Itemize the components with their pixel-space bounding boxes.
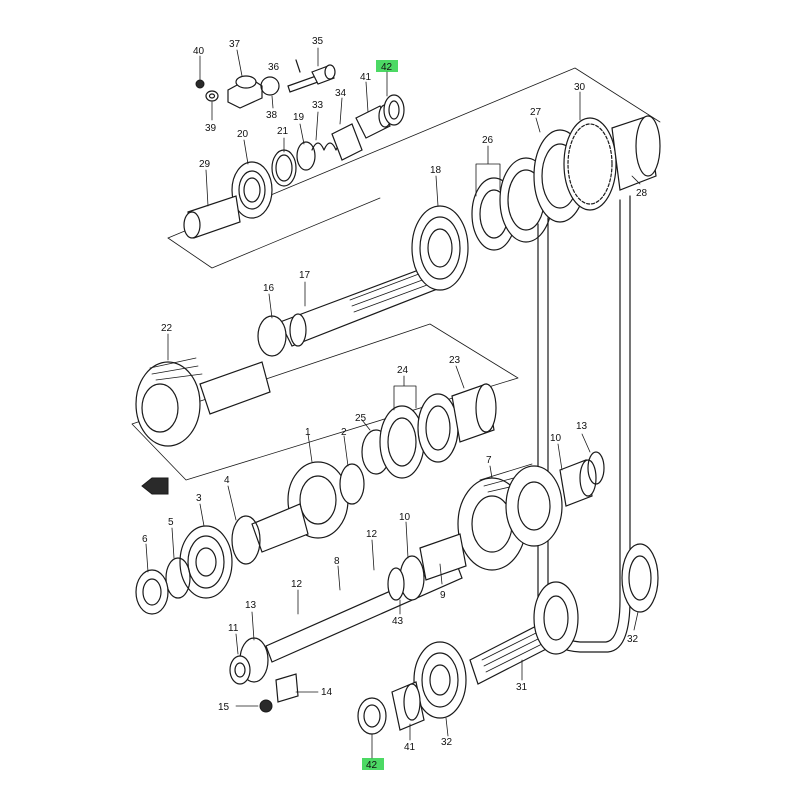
- ball-bearing-20: [231, 161, 273, 219]
- highlight-box-42-top: [376, 60, 398, 72]
- callout-12-lower: 12: [291, 579, 303, 590]
- ball-bearing-18: [411, 205, 469, 291]
- needle-bearing-41-bottom: [391, 681, 425, 731]
- callout-12-upper: 12: [366, 529, 378, 540]
- callout-15: 15: [218, 702, 230, 713]
- callout-16: 16: [263, 283, 275, 294]
- callout-13-upper: 13: [576, 421, 588, 432]
- ring-13-upper: [587, 451, 605, 485]
- callout-31: 31: [516, 682, 528, 693]
- callout-28: 28: [636, 188, 648, 199]
- callout-18: 18: [430, 165, 442, 176]
- callout-32-right: 32: [627, 634, 639, 645]
- callout-22: 22: [161, 323, 173, 334]
- front-arrow-icon: [141, 477, 169, 495]
- callout-36: 36: [268, 62, 280, 73]
- callout-30: 30: [574, 82, 586, 93]
- callout-5: 5: [168, 517, 174, 528]
- callout-20: 20: [237, 129, 249, 140]
- callout-8: 8: [334, 556, 340, 567]
- callout-32-bottom: 32: [441, 737, 453, 748]
- callout-1: 1: [305, 427, 311, 438]
- snap-ring-4: [231, 515, 261, 565]
- callout-42-bottom: 42: [366, 760, 378, 771]
- callout-40: 40: [193, 46, 205, 57]
- ball-bearing-3: [179, 525, 233, 599]
- shaft-31: [469, 581, 579, 685]
- gear-1-2: [251, 461, 365, 553]
- washer-13-11: [229, 637, 269, 685]
- helical-gear-7: [457, 463, 563, 571]
- ring-5: [165, 557, 191, 599]
- ring-21: [271, 149, 297, 187]
- callout-25: 25: [355, 413, 367, 424]
- ball-bearing-32-lower: [413, 641, 467, 719]
- callout-2: 2: [341, 427, 347, 438]
- callout-27: 27: [530, 107, 542, 118]
- callout-10-lower: 10: [399, 512, 411, 523]
- seal-6: [135, 569, 169, 615]
- callout-19: 19: [293, 112, 305, 123]
- callout-21: 21: [277, 126, 289, 137]
- sprocket-27-30: [533, 115, 661, 223]
- ring-42-bottom: [357, 697, 387, 735]
- shaft-29: [183, 195, 241, 239]
- callout-38: 38: [266, 110, 278, 121]
- callout-labels: 40 37 35 36 42 41 39 38 34 33 19 21 20 2…: [142, 36, 648, 771]
- needle-bearing-41-top: [355, 94, 405, 139]
- callout-10-upper: 10: [550, 433, 562, 444]
- gear-26: [471, 157, 553, 251]
- callout-17: 17: [299, 270, 311, 281]
- callout-37: 37: [229, 39, 241, 50]
- middle-panel-outline: [131, 323, 519, 481]
- callout-43: 43: [392, 616, 404, 627]
- snap-ring-19: [296, 141, 316, 171]
- leader-lines: [145, 47, 641, 759]
- callout-6: 6: [142, 534, 148, 545]
- ball-bearing-32-right: [621, 543, 659, 613]
- callout-4: 4: [224, 475, 230, 486]
- callout-39: 39: [205, 123, 217, 134]
- callout-33: 33: [312, 100, 324, 111]
- highlight-box-42-bottom: [362, 758, 384, 770]
- callout-41-top: 41: [360, 72, 372, 83]
- callout-29: 29: [199, 159, 211, 170]
- upper-panel-outline: [167, 67, 661, 269]
- bevel-gear-22: [135, 357, 271, 447]
- callout-11: 11: [228, 623, 239, 634]
- callout-24: 24: [397, 365, 409, 376]
- speedometer-drive-parts: [195, 59, 336, 109]
- bracket-14-bolt-15: [259, 673, 299, 713]
- callout-35: 35: [312, 36, 324, 47]
- spring-33-34: [311, 123, 363, 161]
- callout-34: 34: [335, 88, 347, 99]
- callout-26: 26: [482, 135, 494, 146]
- callout-3: 3: [196, 493, 202, 504]
- callout-13-lower: 13: [245, 600, 257, 611]
- gear-24-25: [361, 393, 459, 479]
- callout-42-top: 42: [381, 62, 393, 73]
- gear-23: [451, 383, 497, 443]
- callout-41-bottom: 41: [404, 742, 416, 753]
- callout-9: 9: [440, 590, 446, 601]
- callout-23: 23: [449, 355, 461, 366]
- countershaft-8: [265, 533, 467, 663]
- gear-10-upper: [559, 459, 597, 507]
- callout-14: 14: [321, 687, 333, 698]
- callout-7: 7: [486, 455, 492, 466]
